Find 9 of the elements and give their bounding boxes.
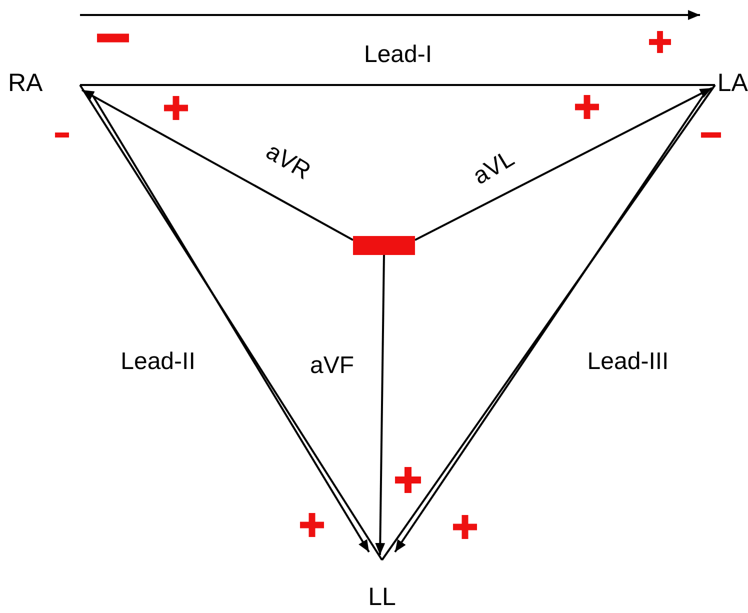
lead-arrow bbox=[80, 10, 700, 20]
lead-arrow bbox=[414, 87, 712, 241]
lead-arrow bbox=[82, 89, 354, 241]
negative-terminal-bar bbox=[353, 236, 415, 255]
electrode-label: LL bbox=[368, 585, 396, 610]
electrode-label: LA bbox=[717, 71, 748, 96]
lead-arrow bbox=[375, 254, 386, 556]
triangle-side bbox=[80, 84, 715, 86]
electrode-label: RA bbox=[8, 71, 43, 96]
